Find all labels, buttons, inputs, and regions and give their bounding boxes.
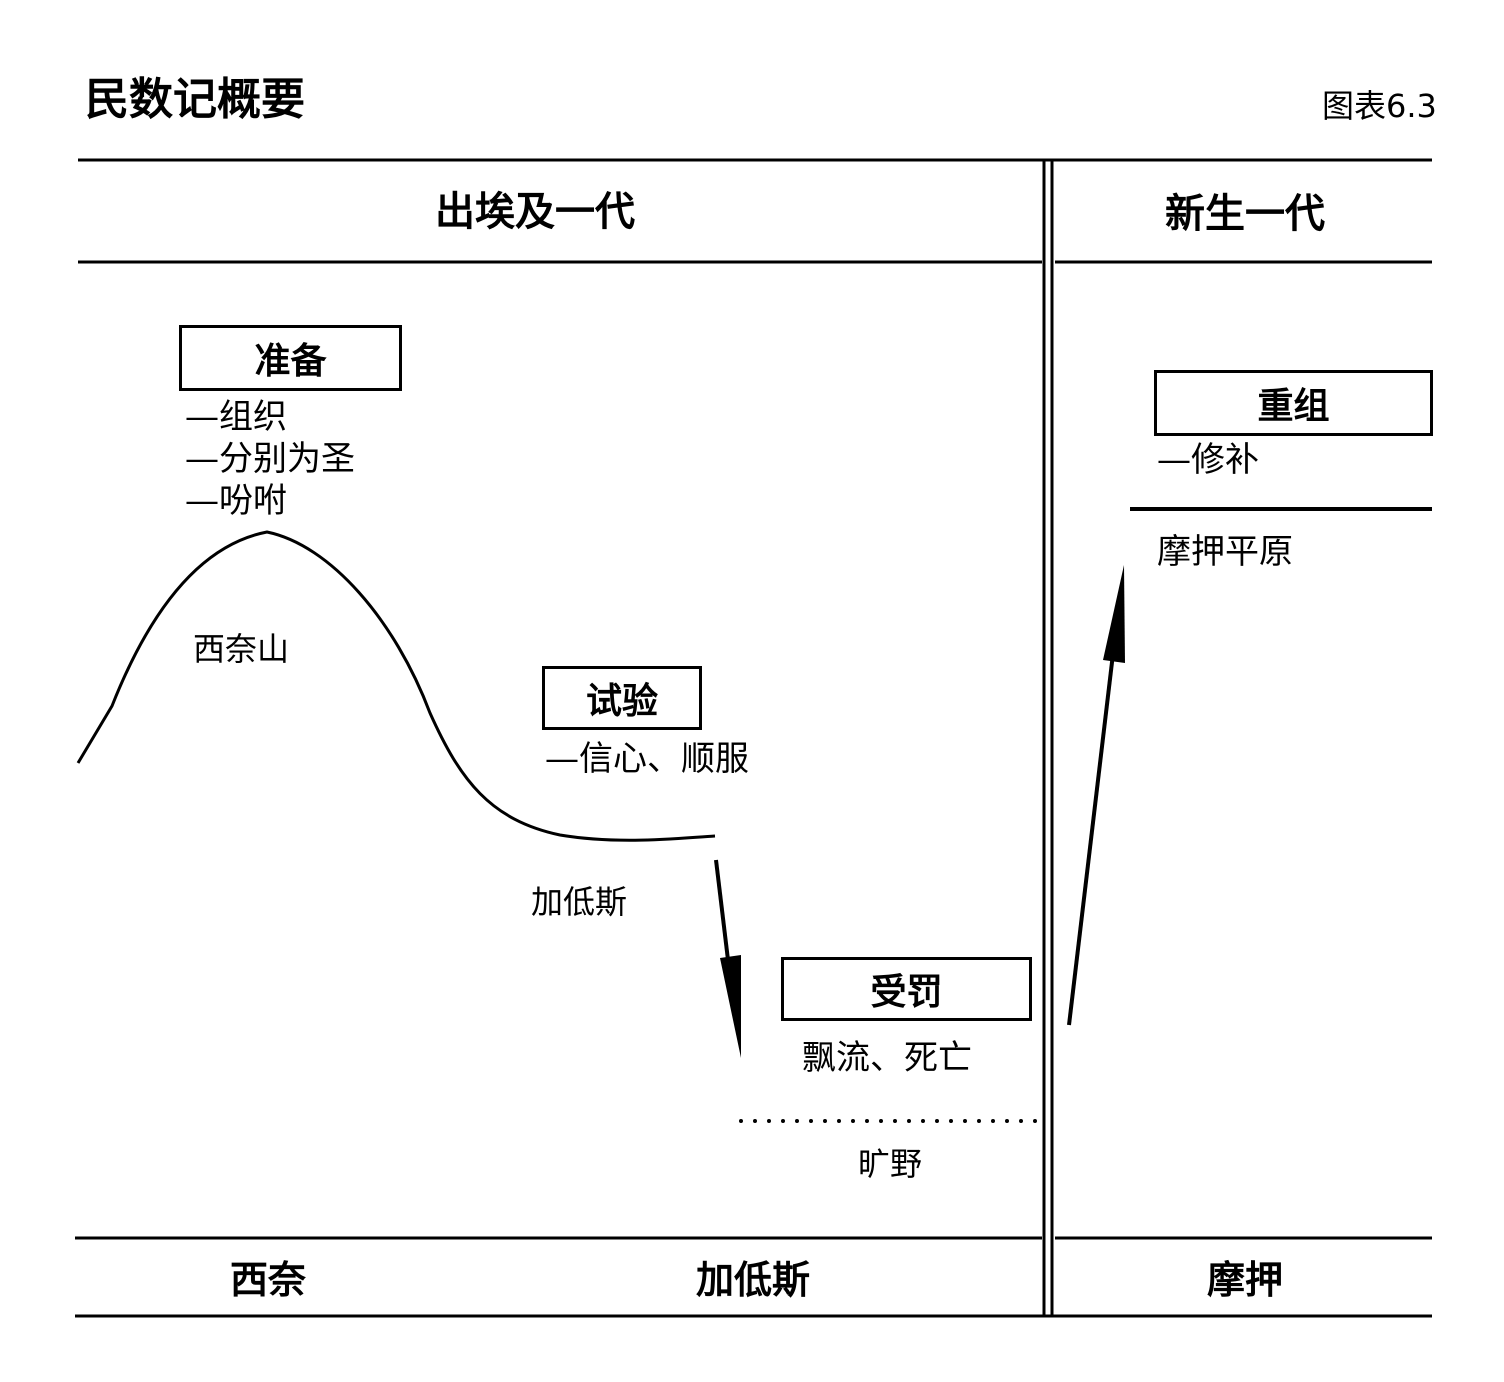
place-plains-of-moab: 摩押平原 xyxy=(1157,532,1293,572)
punishment-item: 飘流、死亡 xyxy=(802,1038,972,1078)
stage-punishment-box: 受罚 xyxy=(781,957,1032,1021)
footer-kadesh: 加低斯 xyxy=(695,1258,811,1302)
stage-testing-box: 试验 xyxy=(542,666,702,730)
journey-curve xyxy=(76,530,716,842)
footer-sinai: 西奈 xyxy=(229,1258,307,1302)
descent-arrowhead xyxy=(720,955,741,1058)
page-title: 民数记概要 xyxy=(85,74,305,125)
ascent-arrowhead xyxy=(1103,565,1125,663)
list-item: —吩咐 xyxy=(185,481,287,521)
place-mount-sinai: 西奈山 xyxy=(193,630,290,668)
reorganization-item: —修补 xyxy=(1157,440,1259,480)
footer-moab: 摩押 xyxy=(1206,1258,1284,1302)
stage-reorganization-box: 重组 xyxy=(1154,370,1433,436)
list-item: —组织 xyxy=(185,397,287,437)
stage-testing-label: 试验 xyxy=(585,681,658,722)
stage-preparation-label: 准备 xyxy=(254,341,327,382)
preparation-items: —组织 —分别为圣 —吩咐 xyxy=(185,396,355,522)
ascent-arrow-shaft xyxy=(1067,619,1119,1026)
figure-label: 图表6.3 xyxy=(1322,87,1437,125)
stage-preparation-box: 准备 xyxy=(179,325,402,391)
stage-punishment-label: 受罚 xyxy=(870,972,943,1013)
stage-reorganization-label: 重组 xyxy=(1257,386,1330,427)
place-kadesh: 加低斯 xyxy=(531,883,628,921)
list-item: —分别为圣 xyxy=(185,439,355,479)
testing-item: —信心、顺服 xyxy=(545,739,749,779)
place-wilderness: 旷野 xyxy=(857,1145,923,1183)
header-old-generation: 出埃及一代 xyxy=(435,189,635,235)
header-new-generation: 新生一代 xyxy=(1165,191,1325,237)
